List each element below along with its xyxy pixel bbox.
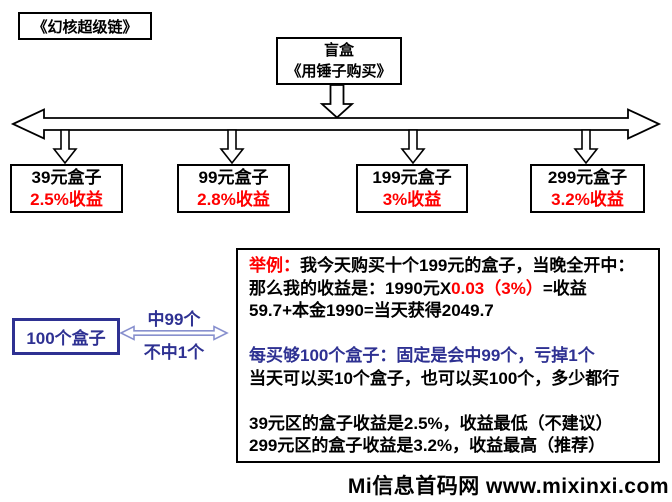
price-box-name: 299元盒子 [547,167,628,187]
hundred-box-node: 100个盒子 [12,318,120,355]
diagram-title: 《幻核超级链》 [32,18,138,36]
price-box-name: 99元盒子 [198,167,269,187]
price-box-199: 199元盒子 3%收益 [356,164,468,213]
price-box-99: 99元盒子 2.8%收益 [177,164,290,213]
horizontal-double-arrow-icon [10,108,662,140]
down-arrow-icon [52,129,78,165]
price-box-rate: 3%收益 [382,189,442,209]
price-box-rate: 2.5%收益 [30,189,103,209]
diagram-title-box: 《幻核超级链》 [18,12,152,40]
down-arrow-icon [319,84,355,119]
example-line-2: 那么我的收益是：1990元X0.03（3%）=收益 [249,278,587,298]
blind-box-line2: 《用锤子购买》 [286,63,392,80]
low-tier-line: 39元区的盒子收益是2.5%，收益最低（不建议） [249,413,613,433]
blind-box-line1: 盲盒 [323,42,354,59]
price-box-rate: 3.2%收益 [551,189,624,209]
win-count-label: 中99个 [147,310,201,329]
price-box-name: 39元盒子 [31,167,102,187]
example-line-3: 59.7+本金1990=当天获得2049.7 [249,301,494,320]
down-arrow-icon [573,129,599,165]
lose-count-label: 不中1个 [143,343,205,362]
price-box-rate: 2.8%收益 [197,189,270,209]
rule-line: 每买够100个盒子：固定是会中99个，亏掉1个 [249,346,595,365]
blind-box-node: 盲盒 《用锤子购买》 [276,37,402,85]
example-line-1: 举例：我今天购买十个199元的盒子，当晚全开中： [249,256,635,275]
down-arrow-icon [219,129,245,165]
quantity-line: 当天可以买10个盒子，也可以买100个，多少都行 [249,368,620,388]
hundred-box-label: 100个盒子 [26,329,106,348]
price-box-299: 299元盒子 3.2%收益 [530,164,645,213]
spacer [249,390,648,413]
spacer [249,323,648,346]
explanation-box: 举例：我今天购买十个199元的盒子，当晚全开中： 那么我的收益是：1990元X0… [236,248,660,463]
watermark: Mi信息首码网 www.mixinxi.com [347,475,669,498]
price-box-39: 39元盒子 2.5%收益 [10,164,123,213]
price-box-name: 199元盒子 [372,167,452,187]
down-arrow-icon [400,129,426,165]
high-tier-line: 299元区的盒子收益是3.2%，收益最高（推荐） [249,436,606,455]
